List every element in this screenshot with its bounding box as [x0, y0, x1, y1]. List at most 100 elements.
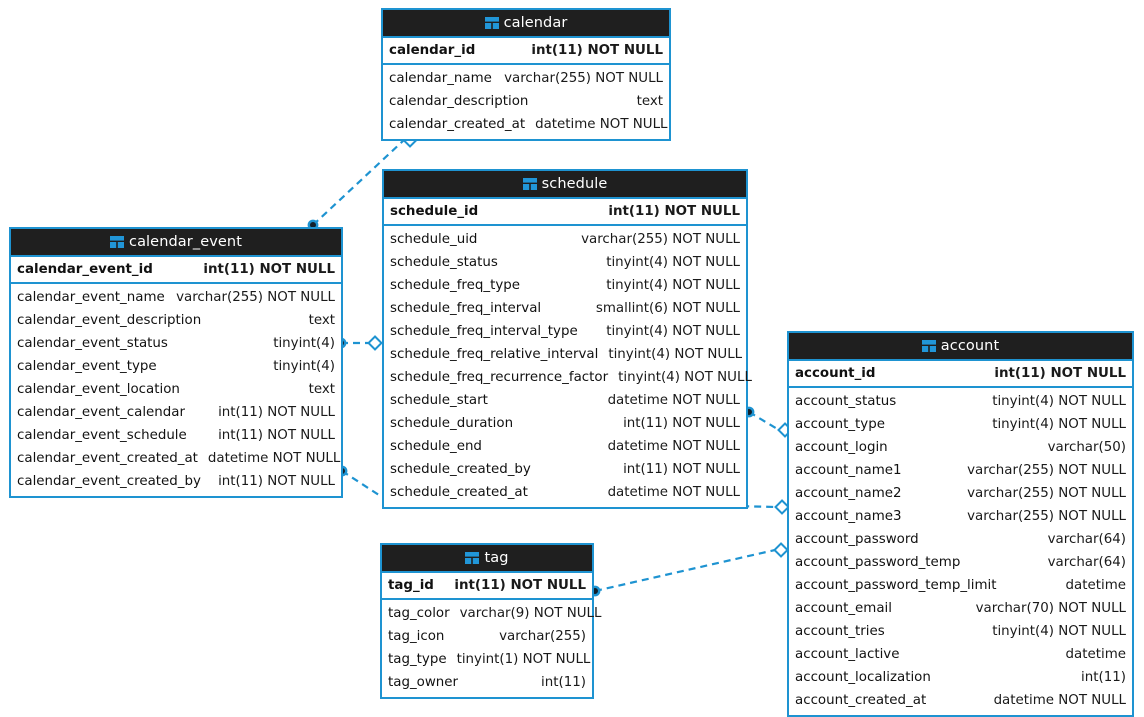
column-type: varchar(255) NOT NULL	[967, 463, 1126, 478]
column-type: int(11) NOT NULL	[608, 204, 740, 219]
column-row: schedule_id int(11) NOT NULL	[384, 199, 746, 224]
primary-key-row-account: account_id int(11) NOT NULL	[789, 359, 1132, 388]
column-type: varchar(255) NOT NULL	[967, 509, 1126, 524]
column-row: calendar_description text	[383, 90, 669, 113]
column-name: schedule_start	[390, 393, 488, 408]
column-type: datetime NOT NULL	[607, 393, 740, 408]
column-type: varchar(255) NOT NULL	[581, 232, 740, 247]
entity-title-calendar: calendar	[503, 15, 568, 31]
column-type: varchar(255)	[499, 629, 586, 644]
column-name: tag_color	[388, 606, 450, 621]
column-type: tinyint(1) NOT NULL	[456, 652, 591, 667]
column-name: calendar_event_created_at	[17, 451, 198, 466]
column-name: calendar_description	[389, 94, 529, 109]
column-row: calendar_event_location text	[11, 378, 341, 401]
entity-title-schedule: schedule	[541, 176, 608, 192]
column-row: tag_owner int(11)	[382, 671, 592, 694]
column-name: schedule_freq_relative_interval	[390, 347, 599, 362]
table-icon	[522, 173, 537, 199]
column-type: int(11) NOT NULL	[218, 474, 335, 489]
relationship-calendar-event-to-schedule[interactable]	[335, 335, 383, 351]
column-row: account_email varchar(70) NOT NULL	[789, 597, 1132, 620]
entity-table-tag[interactable]: tag tag_id int(11) NOT NULL tag_color va…	[380, 543, 601, 699]
column-name: account_lactive	[795, 647, 900, 662]
column-type: varchar(255) NOT NULL	[967, 486, 1126, 501]
column-name: schedule_freq_interval_type	[390, 324, 578, 339]
column-type: datetime	[1065, 647, 1126, 662]
column-row: schedule_uid varchar(255) NOT NULL	[384, 228, 746, 251]
column-name: calendar_event_id	[17, 262, 153, 277]
column-row: schedule_freq_interval_type tinyint(4) N…	[384, 320, 746, 343]
column-type: datetime	[1065, 578, 1126, 593]
column-row: calendar_event_schedule int(11) NOT NULL	[11, 424, 341, 447]
column-type: int(11) NOT NULL	[218, 405, 335, 420]
table-icon	[465, 547, 480, 573]
column-name: account_id	[795, 366, 876, 381]
column-name: schedule_freq_type	[390, 278, 520, 293]
entity-table-account[interactable]: account account_id int(11) NOT NULL acco…	[787, 331, 1134, 717]
entity-header-calendar-event: calendar_event	[11, 229, 341, 255]
column-type: int(11) NOT NULL	[994, 366, 1126, 381]
column-list-calendar-event: calendar_event_name varchar(255) NOT NUL…	[11, 284, 341, 496]
column-type: tinyint(4)	[273, 359, 335, 374]
column-type: varchar(9) NOT NULL	[459, 606, 602, 621]
column-name: account_status	[795, 394, 897, 409]
column-row: schedule_freq_type tinyint(4) NOT NULL	[384, 274, 746, 297]
column-type: tinyint(4) NOT NULL	[606, 324, 740, 339]
primary-key-row-calendar-event: calendar_event_id int(11) NOT NULL	[11, 255, 341, 284]
column-row: tag_color varchar(9) NOT NULL	[382, 602, 601, 625]
column-row: calendar_event_created_by int(11) NOT NU…	[11, 470, 341, 493]
column-name: calendar_event_status	[17, 336, 168, 351]
column-row: account_type tinyint(4) NOT NULL	[789, 413, 1132, 436]
column-row: account_name1 varchar(255) NOT NULL	[789, 459, 1132, 482]
column-row: calendar_event_name varchar(255) NOT NUL…	[11, 286, 341, 309]
relationship-tag-to-account[interactable]	[589, 542, 789, 597]
column-row: account_login varchar(50)	[789, 436, 1132, 459]
column-list-tag: tag_color varchar(9) NOT NULL tag_icon v…	[382, 600, 601, 697]
column-type: varchar(70) NOT NULL	[975, 601, 1126, 616]
column-name: schedule_end	[390, 439, 482, 454]
column-type: tinyint(4) NOT NULL	[992, 624, 1126, 639]
column-type: tinyint(4) NOT NULL	[992, 394, 1126, 409]
column-type: tinyint(4)	[273, 336, 335, 351]
column-row: schedule_freq_recurrence_factor tinyint(…	[384, 366, 752, 389]
column-type: text	[308, 382, 335, 397]
entity-header-account: account	[789, 333, 1132, 359]
column-list-account: account_status tinyint(4) NOT NULL accou…	[789, 388, 1132, 715]
column-type: int(11) NOT NULL	[454, 578, 586, 593]
column-row: account_password_temp_limit datetime	[789, 574, 1132, 597]
column-row: calendar_event_created_at datetime NOT N…	[11, 447, 341, 470]
entity-table-calendar-event[interactable]: calendar_event calendar_event_id int(11)…	[9, 227, 343, 498]
column-name: account_name3	[795, 509, 902, 524]
entity-table-calendar[interactable]: calendar calendar_id int(11) NOT NULL ca…	[381, 8, 671, 141]
column-row: account_tries tinyint(4) NOT NULL	[789, 620, 1132, 643]
column-name: account_password	[795, 532, 919, 547]
entity-table-schedule[interactable]: schedule schedule_id int(11) NOT NULL sc…	[382, 169, 752, 509]
column-row: schedule_freq_interval smallint(6) NOT N…	[384, 297, 746, 320]
primary-key-row-calendar: calendar_id int(11) NOT NULL	[383, 36, 669, 65]
column-name: account_email	[795, 601, 892, 616]
relationship-schedule-to-account[interactable]	[743, 406, 793, 438]
primary-key-row-schedule: schedule_id int(11) NOT NULL	[384, 197, 746, 226]
column-row: account_id int(11) NOT NULL	[789, 361, 1132, 386]
entity-header-tag: tag	[382, 545, 592, 571]
column-row: tag_icon varchar(255)	[382, 625, 592, 648]
table-icon	[921, 335, 936, 361]
column-row: tag_type tinyint(1) NOT NULL	[382, 648, 592, 671]
column-type: varchar(255) NOT NULL	[504, 71, 663, 86]
column-type: int(11) NOT NULL	[218, 428, 335, 443]
column-row: schedule_freq_relative_interval tinyint(…	[384, 343, 746, 366]
column-type: datetime NOT NULL	[993, 693, 1126, 708]
column-row: tag_id int(11) NOT NULL	[382, 573, 592, 598]
table-icon	[484, 12, 499, 38]
column-row: schedule_created_at datetime NOT NULL	[384, 481, 746, 504]
column-row: account_password_temp varchar(64)	[789, 551, 1132, 574]
column-name: account_type	[795, 417, 885, 432]
column-type: varchar(50)	[1047, 440, 1126, 455]
column-row: schedule_duration int(11) NOT NULL	[384, 412, 746, 435]
column-name: account_tries	[795, 624, 885, 639]
column-name: calendar_event_name	[17, 290, 165, 305]
primary-key-row-tag: tag_id int(11) NOT NULL	[382, 571, 592, 600]
column-row: account_created_at datetime NOT NULL	[789, 689, 1132, 712]
column-row: calendar_name varchar(255) NOT NULL	[383, 67, 669, 90]
